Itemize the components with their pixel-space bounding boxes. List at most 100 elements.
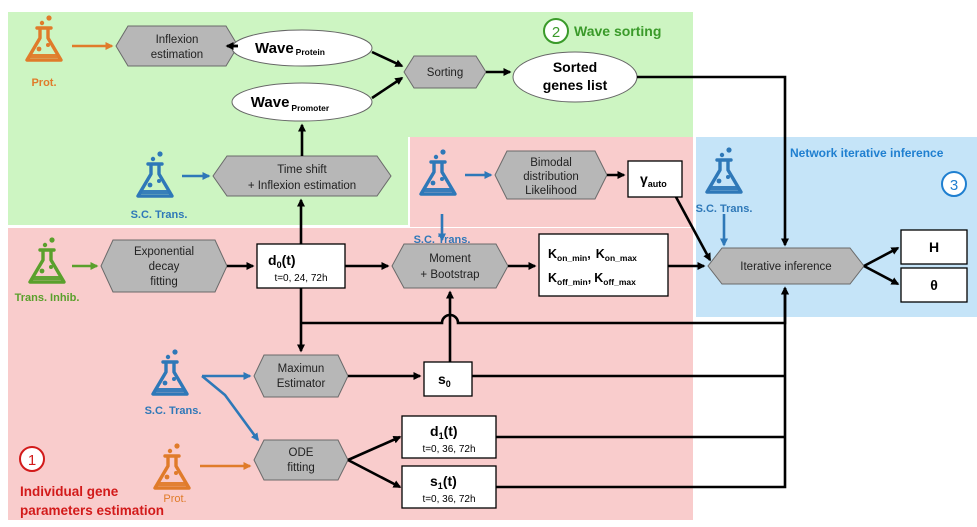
arrow-wave-promoter-to-sorting xyxy=(371,76,404,100)
process-label: Maximun xyxy=(278,363,325,375)
box-shape xyxy=(627,160,683,198)
section-1-title-line1: Individual gene xyxy=(20,484,119,499)
source-label: Trans. Inhib. xyxy=(15,292,80,304)
h-output-node: H xyxy=(900,229,968,265)
gamma-auto-node: γauto xyxy=(627,160,683,198)
process-label: decay xyxy=(149,261,180,273)
process-exp-decay: Exponential decay fitting xyxy=(100,239,228,293)
d0-node: d0(t) t=0, 24, 72h xyxy=(256,243,346,289)
hexagon-shape xyxy=(115,25,239,67)
s0-node: s0 xyxy=(423,361,473,397)
section-1-header: 1 Individual gene parameters estimation xyxy=(19,446,164,518)
process-label: Exponential xyxy=(134,246,194,258)
process-label: Moment xyxy=(429,253,471,265)
k-off-label: Koff_min,Koff_max xyxy=(548,271,636,287)
process-label: Time shift xyxy=(277,164,327,176)
process-iterative-inference: Iterative inference xyxy=(707,247,865,285)
s1-node: s1(t) t=0, 36, 72h xyxy=(401,465,497,509)
sorted-label-line2: genes list xyxy=(543,77,608,93)
hexagon-shape xyxy=(403,55,487,89)
source-trans-inhib: Trans. Inhib. xyxy=(15,236,80,304)
process-sorting: Sorting xyxy=(403,55,487,89)
section-3-header: Network iterative inference 3 xyxy=(790,146,967,197)
process-label: distribution xyxy=(523,171,579,183)
d0-times: t=0, 24, 72h xyxy=(274,273,327,284)
process-moment-bootstrap: Moment + Bootstrap xyxy=(391,243,509,289)
box-shape xyxy=(538,233,669,297)
s1-times: t=0, 36, 72h xyxy=(422,494,475,505)
arrow-sc-to-ode xyxy=(201,374,260,442)
d1-node: d1(t) t=0, 36, 72h xyxy=(401,415,497,459)
hexagon-shape xyxy=(212,155,392,197)
source-sc-trans-time: S.C. Trans. xyxy=(131,150,188,221)
section-1-number: 1 xyxy=(28,452,36,469)
hexagon-shape xyxy=(253,354,349,398)
source-prot-bottom: Prot. xyxy=(153,442,191,505)
theta-label: θ xyxy=(930,277,938,293)
k-on-label: Kon_min,Kon_max xyxy=(548,247,637,263)
process-inflexion-estimation: Inflexion estimation xyxy=(115,25,239,67)
section-3-number: 3 xyxy=(950,177,958,194)
arrow-iterative-to-theta xyxy=(863,264,900,286)
source-sc-trans-network: S.C. Trans. xyxy=(696,146,753,215)
sequence-circle-2-icon xyxy=(543,18,569,44)
sequence-circle-1-icon xyxy=(19,446,45,472)
source-label: S.C. Trans. xyxy=(131,209,188,221)
section-2-title: Wave sorting xyxy=(574,23,661,39)
arrow-ode-to-s1 xyxy=(347,458,402,489)
sorted-genes-list-node: Sorted genes list xyxy=(512,51,638,103)
d1-label: d1(t) xyxy=(430,423,458,441)
box-shape xyxy=(900,229,968,265)
source-label: S.C. Trans. xyxy=(145,405,202,417)
box-shape xyxy=(401,465,497,509)
source-label: S.C. Trans. xyxy=(696,203,753,215)
process-time-shift: Time shift + Inflexion estimation xyxy=(212,155,392,197)
process-ode-fitting: ODE fitting xyxy=(253,439,349,481)
process-label: ODE xyxy=(289,447,314,459)
section-2-header: 2 Wave sorting xyxy=(543,18,661,44)
process-label: Inflexion xyxy=(156,34,199,46)
source-sc-trans-mle: S.C. Trans. xyxy=(145,348,202,417)
arrow-gamma-to-iterative xyxy=(674,196,712,262)
s0-label: s0 xyxy=(438,371,451,389)
process-label: Sorting xyxy=(427,67,463,79)
hexagon-shape xyxy=(707,247,865,285)
section-1-title-line2: parameters estimation xyxy=(20,503,164,518)
box-shape xyxy=(256,243,346,289)
k-params-node: Kon_min,Kon_max Koff_min,Koff_max xyxy=(538,233,669,297)
source-label: Prot. xyxy=(163,493,186,505)
process-bimodal: Bimodal distribution Likelihood xyxy=(494,150,608,200)
d0-label: d0(t) xyxy=(268,252,296,270)
hexagon-shape xyxy=(100,239,228,293)
arrow-s1-to-iterative xyxy=(496,286,789,489)
hexagon-shape xyxy=(494,150,608,200)
hexagon-shape xyxy=(391,243,509,289)
process-label: fitting xyxy=(287,462,315,474)
arrow-ode-to-d1 xyxy=(347,435,402,462)
ellipse-shape xyxy=(231,82,373,122)
process-label: fitting xyxy=(150,276,178,288)
h-label: H xyxy=(929,239,939,255)
process-label: Bimodal xyxy=(530,157,572,169)
process-label: + Bootstrap xyxy=(420,269,479,281)
arrow-wave-protein-to-sorting xyxy=(371,50,404,68)
process-label: + Inflexion estimation xyxy=(248,180,356,192)
process-label: Likelihood xyxy=(525,185,577,197)
box-shape xyxy=(401,415,497,459)
d1-times: t=0, 36, 72h xyxy=(422,444,475,455)
process-mle: Maximun Estimator xyxy=(253,354,349,398)
arrow-list-to-iterative xyxy=(637,75,789,247)
box-shape xyxy=(900,267,968,303)
sorted-label-line1: Sorted xyxy=(553,59,597,75)
box-shape xyxy=(423,361,473,397)
theta-output-node: θ xyxy=(900,267,968,303)
process-label: estimation xyxy=(151,49,203,61)
section-2-number: 2 xyxy=(552,24,560,41)
process-label: Iterative inference xyxy=(740,261,831,273)
arrow-iterative-to-h xyxy=(863,246,900,268)
gamma-label: γauto xyxy=(640,171,667,189)
